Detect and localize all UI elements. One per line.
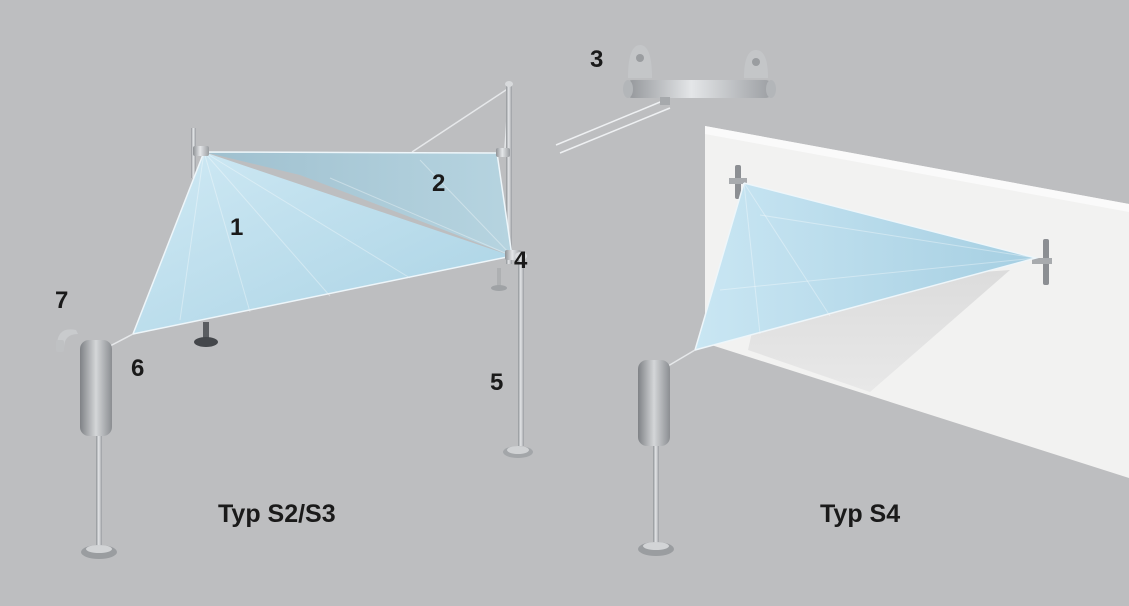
callout-1: 1	[230, 214, 244, 241]
callout-6: 6	[131, 355, 145, 382]
caption-typ-s4: Typ S4	[820, 500, 901, 528]
callout-5: 5	[490, 369, 504, 396]
caption-typ-s2-s3: Typ S2/S3	[218, 500, 336, 528]
callout-2: 2	[432, 170, 446, 197]
callout-7: 7	[55, 287, 69, 314]
callout-3: 3	[590, 46, 604, 73]
wall-bracket-detail	[555, 45, 776, 154]
sail-s2-s3-illustration	[56, 81, 533, 559]
sail-s4-illustration	[638, 126, 1129, 556]
callout-4: 4	[514, 247, 528, 274]
